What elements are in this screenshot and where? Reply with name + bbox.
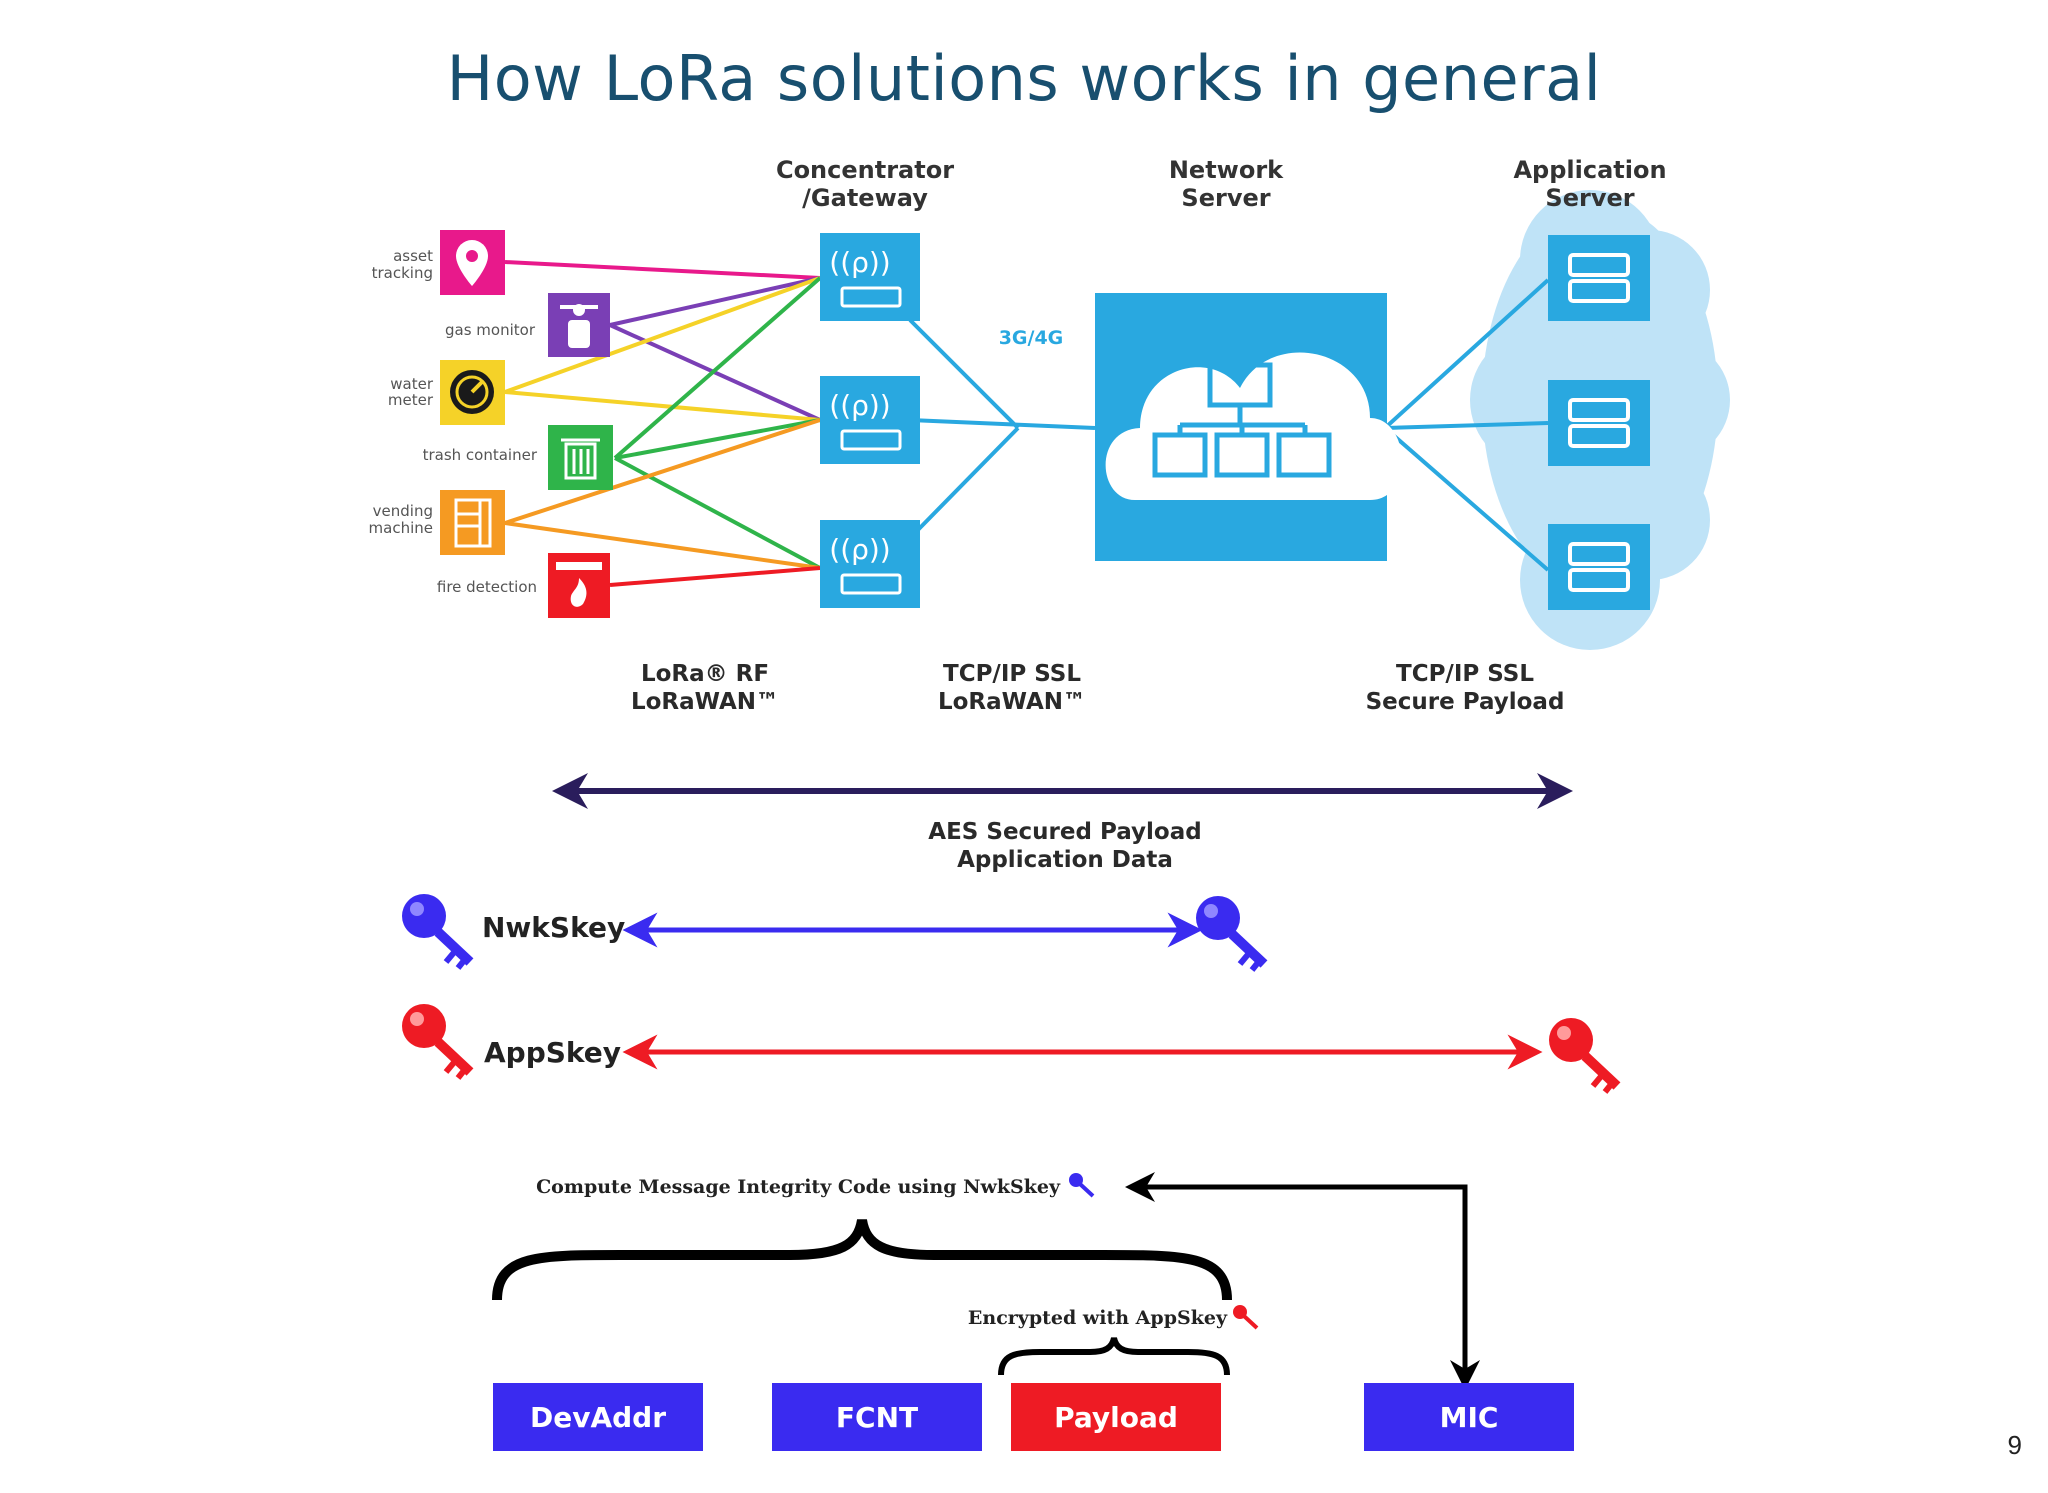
svg-text:LoRa® RF: LoRa® RF	[641, 661, 769, 687]
server-icon	[1568, 253, 1630, 303]
application-server-header: Application Server	[1513, 156, 1666, 212]
svg-text:LoRaWAN™: LoRaWAN™	[938, 689, 1086, 715]
antenna-icon: ((ρ))	[829, 389, 902, 451]
encrypted-caption: Encrypted with AppSkey	[968, 1307, 1228, 1329]
svg-text:asset: asset	[393, 247, 433, 265]
antenna-icon: ((ρ))	[829, 533, 902, 595]
svg-text:LoRaWAN™: LoRaWAN™	[631, 689, 779, 715]
svg-text:/Gateway: /Gateway	[802, 184, 928, 212]
server-icon	[1568, 542, 1630, 592]
page-title: How LoRa solutions works in general	[446, 42, 1602, 115]
protocol-lora: LoRa® RF LoRaWAN™	[631, 661, 779, 715]
vending-machine-icon	[454, 498, 492, 548]
svg-text:Application Data: Application Data	[957, 847, 1173, 873]
svg-text:water: water	[390, 375, 434, 393]
backhaul-label: 3G/4G	[999, 327, 1064, 349]
aes-label: AES Secured Payload Application Data	[928, 819, 1201, 873]
antenna-icon: ((ρ))	[829, 246, 902, 308]
protocol-tcp-lorawan: TCP/IP SSL LoRaWAN™	[938, 661, 1086, 715]
backhaul-links	[908, 278, 1550, 572]
svg-text:DevAddr: DevAddr	[530, 1401, 666, 1434]
app-server-2	[1548, 380, 1650, 466]
svg-text:gas monitor: gas monitor	[445, 321, 536, 339]
protocol-tcp-secure: TCP/IP SSL Secure Payload	[1366, 661, 1565, 715]
device-water-meter: water meter	[388, 360, 505, 425]
device-fire-detection: fire detection	[437, 553, 610, 618]
network-server	[1095, 293, 1402, 561]
device-trash-container: trash container	[423, 425, 613, 490]
app-server-1	[1548, 235, 1650, 321]
small-app-key-icon	[1233, 1305, 1259, 1330]
network-server-header: Network Server	[1169, 156, 1284, 212]
trash-icon	[561, 438, 600, 480]
app-key-icon-left	[402, 1004, 474, 1080]
svg-text:((ρ)): ((ρ))	[829, 246, 890, 279]
svg-text:Network: Network	[1169, 156, 1284, 184]
svg-text:tracking: tracking	[372, 264, 433, 282]
app-key-label: AppSkey	[484, 1036, 621, 1069]
svg-text:((ρ)): ((ρ))	[829, 533, 890, 566]
svg-text:((ρ)): ((ρ))	[829, 389, 890, 422]
gas-cylinder-icon	[560, 304, 598, 348]
cloud-network-icon	[1105, 352, 1402, 500]
svg-text:MIC: MIC	[1440, 1401, 1499, 1434]
gauge-icon	[450, 370, 494, 414]
svg-text:Concentrator: Concentrator	[776, 156, 954, 184]
svg-text:FCNT: FCNT	[836, 1401, 918, 1434]
svg-text:Server: Server	[1545, 184, 1634, 212]
device-gas-monitor: gas monitor	[445, 293, 610, 357]
svg-text:TCP/IP SSL: TCP/IP SSL	[1396, 661, 1534, 687]
svg-text:fire detection: fire detection	[437, 578, 537, 596]
mic-brace	[492, 1218, 1232, 1301]
slide-number: 9	[2007, 1430, 2022, 1460]
gateway-header: Concentrator /Gateway	[776, 156, 954, 212]
svg-text:TCP/IP SSL: TCP/IP SSL	[943, 661, 1081, 687]
device-asset-tracking: asset tracking	[372, 230, 505, 295]
field-fcnt: FCNT	[772, 1383, 982, 1451]
mic-feedback-arrow	[1125, 1172, 1468, 1382]
app-server-3	[1548, 524, 1650, 610]
svg-text:Secure Payload: Secure Payload	[1366, 689, 1565, 715]
svg-text:Application: Application	[1513, 156, 1666, 184]
svg-text:Server: Server	[1181, 184, 1270, 212]
map-pin-icon	[456, 240, 488, 286]
field-devaddr: DevAddr	[493, 1383, 703, 1451]
app-key-icon-right	[1549, 1018, 1621, 1094]
device-links	[504, 260, 822, 587]
svg-text:Payload: Payload	[1054, 1401, 1178, 1434]
svg-text:meter: meter	[388, 391, 434, 409]
server-icon	[1568, 398, 1630, 448]
field-payload: Payload	[1011, 1383, 1221, 1451]
mic-caption: Compute Message Integrity Code using Nwk…	[536, 1176, 1061, 1198]
nwk-key-icon-left	[402, 894, 474, 970]
gateway-3: ((ρ))	[820, 520, 920, 608]
svg-text:vending: vending	[373, 502, 433, 520]
nwk-key-label: NwkSkey	[482, 911, 625, 944]
encrypted-brace	[998, 1337, 1230, 1376]
gateway-1: ((ρ))	[820, 233, 920, 321]
svg-text:trash container: trash container	[423, 446, 538, 464]
nwk-key-icon-right	[1196, 896, 1268, 972]
small-nwk-key-icon	[1069, 1173, 1095, 1198]
flame-icon	[556, 562, 602, 607]
field-mic: MIC	[1364, 1383, 1574, 1451]
device-vending-machine: vending machine	[369, 490, 505, 555]
svg-text:AES Secured Payload: AES Secured Payload	[928, 819, 1201, 845]
gateway-2: ((ρ))	[820, 376, 920, 464]
svg-text:machine: machine	[369, 519, 433, 537]
